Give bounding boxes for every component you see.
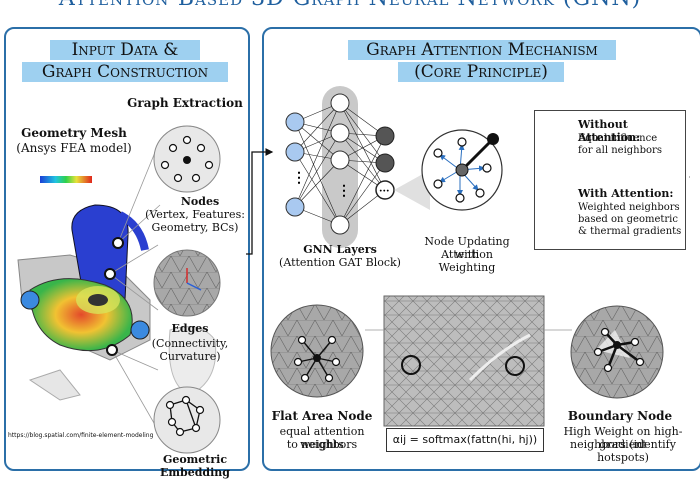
legend-with-title: With Attention:: [578, 187, 674, 200]
edges-circle: [153, 249, 221, 317]
colorbar: [40, 176, 92, 183]
page-title: Attention-Based 3D Graph Neural Network …: [0, 0, 700, 11]
attention-legend: [534, 110, 686, 250]
boundary-node-desc1: High Weight on high-gradient: [563, 425, 683, 451]
attention-formula: αij = softmax(fattn(hi, hj)): [386, 428, 544, 452]
extraction-lines: [109, 139, 161, 431]
node-update-label2: Attention Weighting: [438, 248, 496, 274]
flat-node-desc2: to neighbors: [286, 438, 358, 451]
boundary-circle: [570, 305, 664, 399]
right-header: Graph Attention Mechanism: [348, 40, 616, 60]
gnn-layers: ⋮ ⋮ ···: [285, 86, 430, 248]
right-header-line2: (Core Principle): [414, 62, 548, 82]
flat-area-circle: [270, 304, 364, 398]
mesh-subtitle: (Ansys FEA model): [16, 141, 132, 155]
fea-part-image: [17, 204, 217, 401]
mesh-point-embedding: [106, 344, 118, 356]
right-header-line1: Graph Attention Mechanism: [366, 40, 598, 60]
gnn-title: GNN Layers: [303, 243, 377, 256]
legend-with-desc3: & thermal gradients: [578, 226, 682, 237]
legend-without-desc2: for all neighbors: [578, 145, 662, 156]
legend-with-desc2: based on geometric: [578, 214, 678, 225]
right-header-2: (Core Principle): [398, 62, 564, 82]
nodes-desc2: Geometry, BCs): [151, 221, 239, 234]
mesh-point-edges: [104, 268, 116, 280]
flat-node-title: Flat Area Node: [271, 409, 373, 423]
edges-desc2: Curvature): [159, 350, 221, 363]
mesh-title: Geometry Mesh: [21, 126, 127, 140]
legend-with-desc1: Weighted neighbors: [578, 202, 680, 213]
left-header: Input Data &: [50, 40, 200, 60]
boundary-node-desc2: neighbors (identify hotspots): [570, 438, 676, 464]
left-header-line2: Graph Construction: [41, 62, 209, 82]
gnn-sub: (Attention GAT Block): [279, 256, 401, 269]
embedding-label: Geometric Embedding: [160, 453, 230, 479]
svg-text:···: ···: [379, 186, 389, 197]
node-update-circle: [421, 129, 503, 211]
boundary-node-title: Boundary Node: [567, 409, 673, 423]
flat-node-desc1: equal attention weights: [279, 425, 365, 451]
connector-arrow: [246, 148, 274, 255]
legend-without-title: Without Attention:: [578, 118, 641, 144]
nodes-desc1: (Vertex, Features:: [145, 208, 245, 221]
svg-text:⋮: ⋮: [337, 183, 351, 199]
mesh-surface: [365, 295, 572, 427]
embedding-circle: [153, 386, 221, 454]
svg-text:⋮: ⋮: [292, 170, 306, 186]
edges-title: Edges: [171, 322, 209, 335]
nodes-circle: [153, 125, 221, 193]
graph-extraction-label: Graph Extraction: [127, 96, 243, 110]
nodes-title: Nodes: [180, 195, 220, 208]
left-header-line1: Input Data &: [71, 40, 179, 60]
left-header-2: Graph Construction: [22, 62, 228, 82]
edges-desc1: (Connectivity,: [151, 337, 229, 350]
mesh-point-nodes: [112, 237, 124, 249]
source-url: https://blog.spatial.com/finite-element-…: [8, 432, 154, 439]
node-update-label1: Node Updating with: [424, 235, 510, 261]
legend-without-desc1: Equal influence: [578, 133, 658, 144]
diagram-canvas: ⋮ ⋮ ···: [17, 86, 690, 454]
